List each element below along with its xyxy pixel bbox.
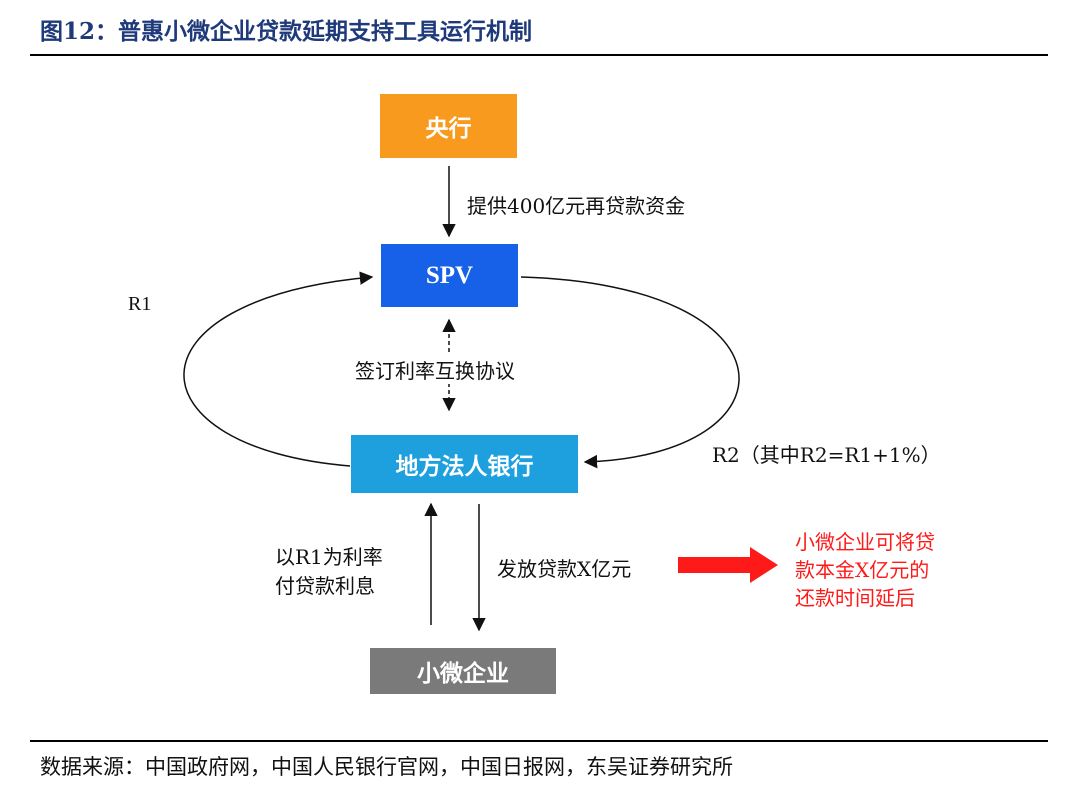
source-note: 数据来源：中国政府网，中国人民银行官网，中国日报网，东吴证券研究所 [40, 755, 733, 779]
r2-label: R2（其中R2=R1+1%） [712, 443, 941, 467]
r1-label: R1 [128, 293, 152, 315]
swap-agreement-label: 签订利率互换协议 [353, 355, 517, 384]
result-red-arrow [678, 547, 778, 583]
central-to-spv-label: 提供400亿元再贷款资金 [467, 194, 686, 218]
bank-issue-loan-label: 发放贷款X亿元 [497, 557, 632, 581]
sme-pay-interest-line-1: 以R1为利率 [275, 545, 383, 569]
local-bank-box: 地方法人银行 [351, 435, 578, 493]
figure-title: 图12：普惠小微企业贷款延期支持工具运行机制 [40, 18, 533, 45]
spv-box: SPV [381, 244, 518, 307]
top-divider [30, 54, 1048, 56]
bottom-divider [30, 740, 1048, 742]
r2-loop-arrow [520, 276, 740, 469]
result-line-3: 还款时间延后 [795, 586, 915, 610]
sme-pay-interest-label: 以R1为利率 付贷款利息 [275, 543, 415, 601]
result-line-1: 小微企业可将贷 [795, 530, 935, 554]
sme-box: 小微企业 [370, 648, 556, 694]
central-bank-box: 央行 [380, 94, 517, 158]
r1-loop-arrow [183, 271, 374, 467]
result-line-2: 款本金X亿元的 [795, 558, 930, 582]
result-label: 小微企业可将贷 款本金X亿元的 还款时间延后 [795, 528, 985, 612]
sme-pay-interest-line-2: 付贷款利息 [275, 574, 375, 598]
